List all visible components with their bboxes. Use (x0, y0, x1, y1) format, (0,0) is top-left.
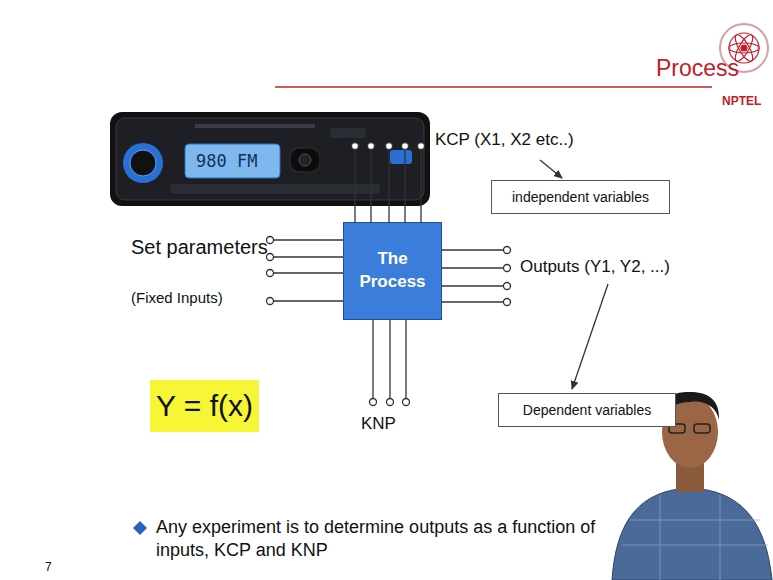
title-rule (275, 86, 712, 88)
node-text: Y = f(x) (156, 389, 253, 423)
slide-title: Process (656, 55, 739, 82)
page-number: 7 (45, 560, 52, 574)
input-label: KCP (X1, X2 etc..) (435, 130, 574, 150)
logo-text: NPTEL (722, 94, 761, 108)
node-text: independent variables (512, 189, 649, 205)
node-text: The Process (344, 248, 441, 294)
process-box: The Process (343, 222, 442, 320)
radio-display: 980 FM (196, 151, 257, 171)
process-wires (267, 143, 511, 406)
input-label: Set parameters (131, 236, 268, 259)
formula-box: Y = f(x) (150, 380, 259, 432)
variable-box: Dependent variables (498, 393, 676, 427)
variable-box: independent variables (491, 180, 670, 214)
leader-arrow (540, 160, 562, 178)
node-text: Dependent variables (523, 402, 651, 418)
car-radio (110, 112, 430, 206)
bullet-text: Any experiment is to determine outputs a… (156, 516, 626, 561)
bullet-diamond (133, 521, 147, 535)
input-label: (Fixed Inputs) (131, 289, 223, 306)
output-label: Outputs (Y1, Y2, ...) (520, 257, 670, 277)
noise-label: KNP (361, 414, 396, 434)
leader-arrow (572, 284, 608, 389)
